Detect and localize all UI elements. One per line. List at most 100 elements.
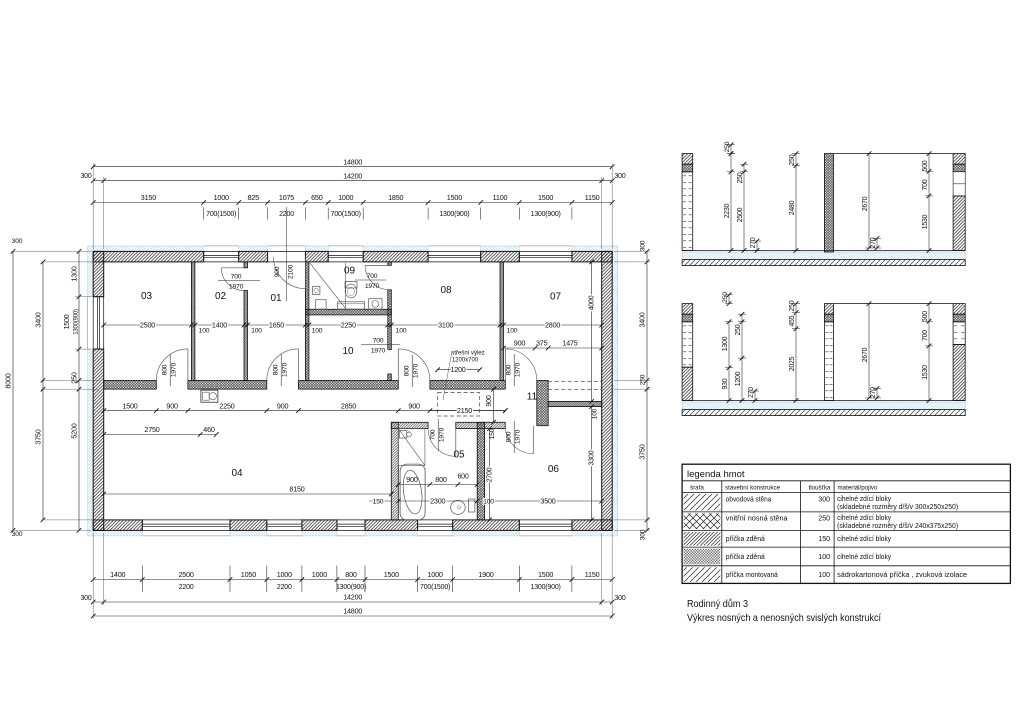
svg-text:1300(900): 1300(900) [74, 309, 80, 335]
svg-text:800: 800 [435, 475, 447, 484]
svg-text:tloušťka: tloušťka [809, 485, 831, 492]
svg-text:700: 700 [922, 179, 929, 190]
svg-text:900: 900 [166, 401, 178, 410]
svg-text:100: 100 [818, 553, 830, 561]
svg-text:materiál/pojivo: materiál/pojivo [838, 485, 878, 492]
svg-text:3500: 3500 [540, 496, 555, 505]
svg-text:375: 375 [536, 339, 548, 348]
svg-text:1500: 1500 [64, 314, 71, 329]
svg-text:100: 100 [592, 408, 599, 419]
svg-text:300: 300 [12, 238, 23, 245]
svg-text:1075: 1075 [279, 193, 294, 202]
svg-text:8150: 8150 [289, 485, 304, 494]
svg-text:250: 250 [724, 141, 731, 152]
svg-text:100: 100 [396, 328, 407, 335]
svg-text:cihelné zdící bloky: cihelné zdící bloky [837, 553, 891, 561]
svg-text:1475: 1475 [562, 339, 577, 348]
svg-text:300: 300 [614, 595, 625, 602]
svg-text:sádrokartonová příčka , zvukov: sádrokartonová příčka , zvuková izolace [837, 571, 967, 579]
svg-text:150: 150 [818, 535, 830, 543]
svg-text:500: 500 [922, 311, 929, 322]
svg-text:1400: 1400 [212, 320, 227, 329]
svg-text:02: 02 [215, 291, 227, 302]
svg-text:100: 100 [199, 328, 210, 335]
svg-text:Rodinný dům 3: Rodinný dům 3 [687, 598, 748, 610]
svg-text:250: 250 [789, 300, 796, 311]
svg-text:2750: 2750 [144, 425, 159, 434]
svg-text:700: 700 [231, 274, 242, 281]
svg-text:1530: 1530 [922, 214, 929, 229]
svg-text:300: 300 [12, 531, 23, 538]
svg-text:1970: 1970 [170, 362, 177, 377]
svg-text:100: 100 [818, 571, 830, 579]
svg-text:1200: 1200 [450, 365, 465, 374]
svg-text:1150: 1150 [585, 193, 600, 202]
svg-text:10: 10 [342, 346, 354, 357]
svg-text:2670: 2670 [862, 347, 869, 362]
svg-text:2300: 2300 [430, 496, 445, 505]
svg-text:100: 100 [312, 328, 323, 335]
svg-text:2700: 2700 [486, 467, 493, 482]
svg-text:8000: 8000 [4, 373, 13, 388]
svg-text:1200x700: 1200x700 [452, 357, 479, 363]
svg-text:1300: 1300 [722, 336, 729, 351]
svg-text:2500: 2500 [737, 207, 744, 222]
svg-text:300: 300 [640, 529, 647, 540]
svg-text:700: 700 [373, 338, 384, 345]
svg-text:460: 460 [203, 425, 215, 434]
svg-text:825: 825 [247, 193, 259, 202]
svg-text:300: 300 [80, 595, 91, 602]
svg-text:vnitřní nosná stěna: vnitřní nosná stěna [726, 514, 788, 522]
svg-text:(skladebné rozměry d/š/v 300x2: (skladebné rozměry d/š/v 300x250x250) [837, 503, 958, 511]
svg-text:3100: 3100 [438, 320, 453, 329]
svg-text:příčka zděná: příčka zděná [726, 535, 765, 543]
svg-text:250: 250 [737, 172, 744, 183]
svg-text:1500: 1500 [538, 193, 553, 202]
svg-text:1530: 1530 [922, 365, 929, 380]
svg-text:2200: 2200 [179, 584, 194, 591]
svg-text:2500: 2500 [140, 320, 155, 329]
svg-text:1050: 1050 [241, 570, 256, 579]
svg-text:04: 04 [231, 468, 243, 479]
svg-text:700: 700 [430, 429, 437, 440]
svg-text:800: 800 [404, 365, 411, 376]
svg-text:250: 250 [789, 154, 796, 165]
svg-text:šrafa: šrafa [690, 485, 704, 492]
svg-text:800: 800 [345, 570, 357, 579]
svg-text:650: 650 [311, 193, 323, 202]
svg-text:stavební konstrukce: stavební konstrukce [725, 485, 781, 492]
svg-text:1900: 1900 [478, 570, 493, 579]
svg-text:455: 455 [789, 315, 796, 326]
svg-text:Výkres nosných a nenosných svi: Výkres nosných a nenosných svislých kons… [687, 612, 881, 624]
svg-text:1000: 1000 [277, 570, 292, 579]
svg-text:2025: 2025 [789, 356, 796, 371]
svg-text:800: 800 [162, 364, 169, 375]
svg-text:270: 270 [748, 387, 755, 398]
svg-text:100: 100 [483, 498, 494, 505]
svg-text:100: 100 [251, 328, 262, 335]
svg-text:3400: 3400 [34, 312, 43, 327]
svg-text:příčka montovaná: příčka montovaná [726, 571, 778, 579]
svg-text:270: 270 [870, 387, 877, 398]
svg-text:5200: 5200 [70, 423, 79, 438]
svg-text:930: 930 [722, 378, 729, 389]
svg-text:900: 900 [514, 339, 526, 348]
svg-text:07: 07 [550, 292, 562, 303]
svg-text:2500: 2500 [178, 570, 193, 579]
svg-text:3750: 3750 [638, 444, 647, 459]
svg-text:1500: 1500 [538, 570, 553, 579]
svg-text:100: 100 [507, 328, 518, 335]
svg-text:1850: 1850 [388, 193, 403, 202]
svg-text:11: 11 [527, 392, 538, 403]
svg-text:600: 600 [457, 474, 468, 481]
svg-text:270: 270 [750, 237, 757, 248]
svg-text:1650: 1650 [269, 320, 284, 329]
svg-text:2200: 2200 [277, 584, 292, 591]
svg-text:2230: 2230 [724, 203, 731, 218]
svg-text:700(1500): 700(1500) [206, 211, 236, 218]
svg-text:1970: 1970 [412, 363, 419, 378]
svg-text:250: 250 [818, 514, 830, 522]
svg-text:800: 800 [273, 364, 280, 375]
svg-text:700: 700 [367, 273, 378, 280]
svg-text:2250: 2250 [219, 401, 234, 410]
